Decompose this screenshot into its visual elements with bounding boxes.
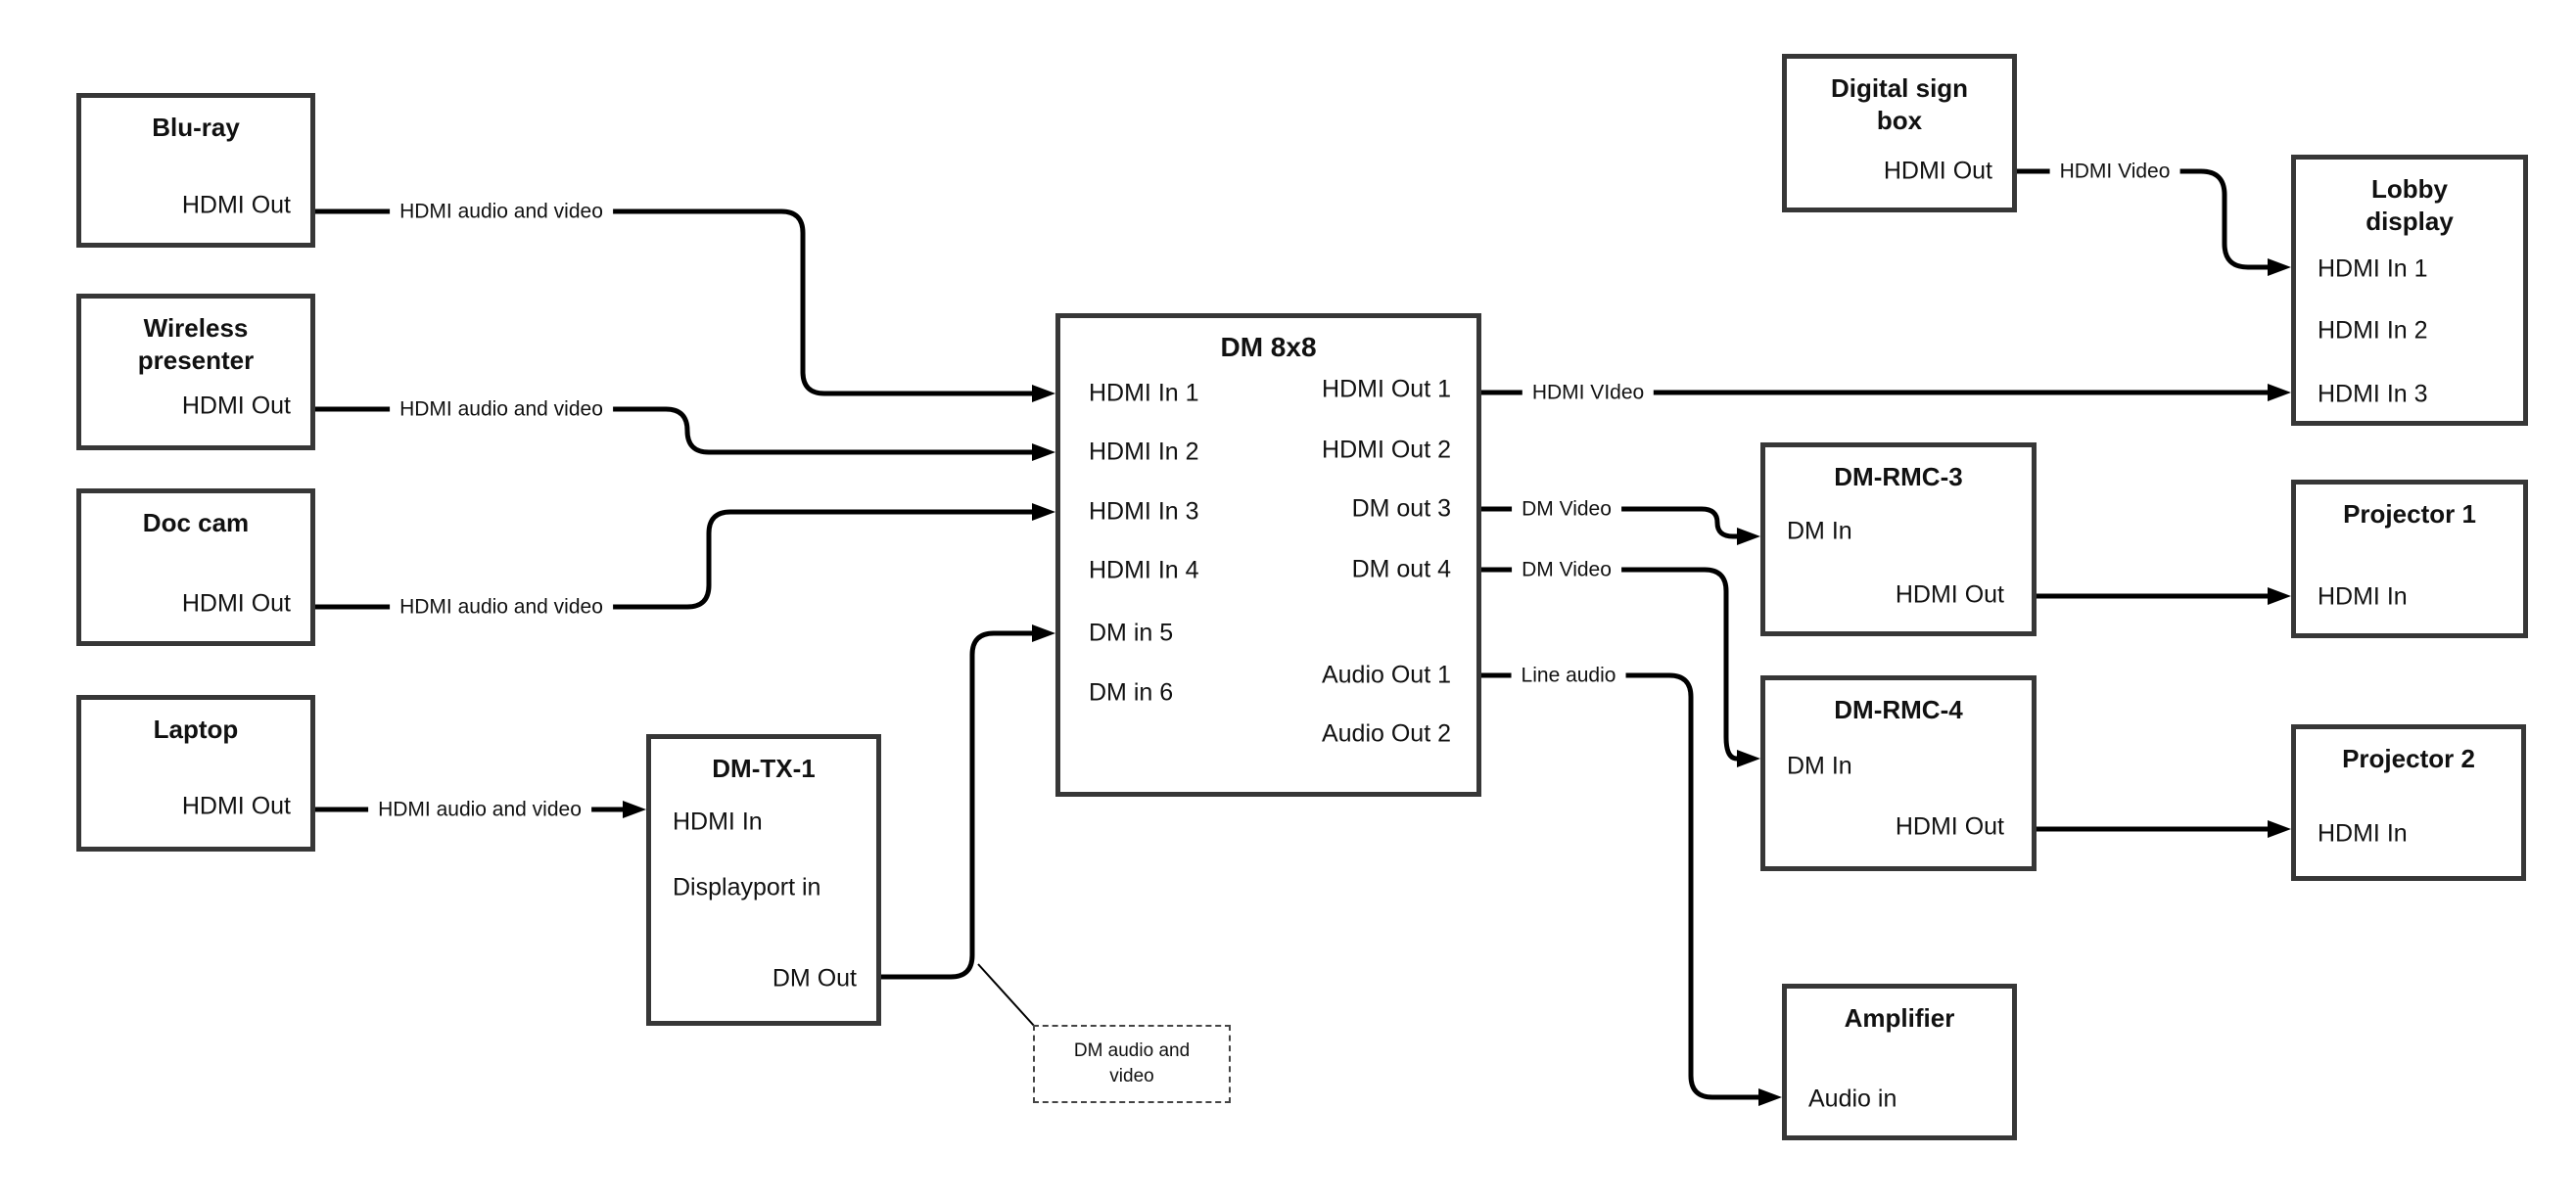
wire-label-dm-video-out4: DM Video <box>1512 557 1621 582</box>
port-dm8x8-hdmi-in-4: HDMI In 4 <box>1089 556 1199 584</box>
port-bluray-hdmi-out: HDMI Out <box>181 191 291 219</box>
device-box-dm-rmc-4: DM-RMC-4 DM In HDMI Out <box>1760 675 2037 871</box>
arrowhead-projector1-hdmi-in <box>2268 587 2291 605</box>
device-box-bluray: Blu-ray HDMI Out <box>76 93 315 248</box>
wire-dm8x8-audio1-to-amplifier <box>1481 672 1758 1100</box>
port-dm8x8-hdmi-in-1: HDMI In 1 <box>1089 379 1199 407</box>
port-dm8x8-dm-out-4: DM out 4 <box>1351 555 1451 583</box>
port-dm8x8-hdmi-out-1: HDMI Out 1 <box>1322 375 1451 403</box>
wire-dm8x8-out3-to-dmrmc3 <box>1481 506 1737 539</box>
device-box-amplifier: Amplifier Audio in <box>1782 984 2017 1140</box>
arrowhead-lobby-in3 <box>2268 384 2291 401</box>
arrowhead-amplifier-audio-in <box>1758 1088 1782 1106</box>
port-dmrmc3-hdmi-out: HDMI Out <box>1895 580 2004 609</box>
device-box-wireless-presenter: Wireless presenter HDMI Out <box>76 294 315 450</box>
port-dm8x8-audio-out-1: Audio Out 1 <box>1321 661 1451 689</box>
port-projector2-hdmi-in: HDMI In <box>2318 819 2408 848</box>
note-dm-audio-video: DM audio and video <box>1033 1025 1231 1103</box>
device-box-dm-rmc-3: DM-RMC-3 DM In HDMI Out <box>1760 442 2037 636</box>
arrowhead-dm8x8-in3 <box>1032 503 1055 521</box>
arrowhead-lobby-in1 <box>2268 258 2291 276</box>
wire-sign-to-lobby-in1 <box>2017 168 2270 270</box>
port-doccam-hdmi-out: HDMI Out <box>181 589 291 618</box>
device-title-dm-rmc-3: DM-RMC-3 <box>1834 462 1963 491</box>
device-box-dm-tx-1: DM-TX-1 HDMI In Displayport in DM Out <box>646 734 881 1026</box>
port-lobby-hdmi-in-3: HDMI In 3 <box>2318 380 2428 408</box>
wire-dmtx1-to-dm8x8-in5 <box>881 630 1034 980</box>
note-callout-line <box>977 963 1036 1028</box>
port-dmrmc3-dm-in: DM In <box>1787 517 1852 545</box>
wire-dm8x8-out4-to-dmrmc4 <box>1481 567 1738 762</box>
arrowhead-dmtx1-hdmi-in <box>623 801 646 818</box>
port-dmtx1-displayport-in: Displayport in <box>673 873 821 901</box>
arrowhead-projector2-hdmi-in <box>2268 820 2291 838</box>
port-amplifier-audio-in: Audio in <box>1808 1085 1897 1113</box>
wire-label-doccam-hdmi-av: HDMI audio and video <box>390 594 613 620</box>
device-title-amplifier: Amplifier <box>1844 1003 1955 1033</box>
device-title-projector-2: Projector 2 <box>2342 744 2475 773</box>
port-dmtx1-dm-out: DM Out <box>772 964 857 993</box>
arrowhead-dm8x8-in5 <box>1032 624 1055 642</box>
port-lobby-hdmi-in-2: HDMI In 2 <box>2318 316 2428 345</box>
port-sign-hdmi-out: HDMI Out <box>1883 157 1992 185</box>
device-title-lobby-display: Lobby display <box>2365 174 2454 237</box>
port-dm8x8-audio-out-2: Audio Out 2 <box>1321 719 1451 748</box>
device-box-doc-cam: Doc cam HDMI Out <box>76 488 315 646</box>
device-title-doc-cam: Doc cam <box>142 508 250 537</box>
device-title-bluray: Blu-ray <box>152 113 240 142</box>
port-dm8x8-hdmi-in-3: HDMI In 3 <box>1089 497 1199 526</box>
wire-wireless-to-dm8x8-in2 <box>315 406 1034 455</box>
wire-label-hdmi-video-sign: HDMI Video <box>2049 159 2180 184</box>
device-title-dm-8x8: DM 8x8 <box>1220 332 1317 362</box>
port-dm8x8-dm-in-6: DM in 6 <box>1089 678 1174 707</box>
device-title-projector-1: Projector 1 <box>2343 499 2476 529</box>
arrowhead-dm8x8-in1 <box>1032 385 1055 402</box>
port-laptop-hdmi-out: HDMI Out <box>181 792 291 820</box>
port-wireless-hdmi-out: HDMI Out <box>181 392 291 420</box>
device-box-lobby-display: Lobby display HDMI In 1 HDMI In 2 HDMI I… <box>2291 155 2528 426</box>
port-dm8x8-dm-in-5: DM in 5 <box>1089 619 1174 647</box>
arrowhead-dmrmc4-dm-in <box>1737 750 1760 767</box>
wire-doccam-to-dm8x8-in3 <box>315 509 1034 610</box>
port-projector1-hdmi-in: HDMI In <box>2318 582 2408 611</box>
wire-label-laptop-hdmi-av: HDMI audio and video <box>368 797 591 822</box>
device-title-wireless-presenter: Wireless presenter <box>137 313 255 376</box>
port-lobby-hdmi-in-1: HDMI In 1 <box>2318 254 2428 283</box>
port-dmrmc4-dm-in: DM In <box>1787 752 1852 780</box>
device-box-digital-sign: Digital sign box HDMI Out <box>1782 54 2017 212</box>
device-box-projector-1: Projector 1 HDMI In <box>2291 480 2528 638</box>
arrowhead-dm8x8-in2 <box>1032 443 1055 461</box>
port-dm8x8-hdmi-out-2: HDMI Out 2 <box>1322 436 1451 464</box>
port-dm8x8-hdmi-in-2: HDMI In 2 <box>1089 438 1199 466</box>
device-box-laptop: Laptop HDMI Out <box>76 695 315 852</box>
wire-label-line-audio: Line audio <box>1511 663 1626 688</box>
device-title-digital-sign: Digital sign box <box>1830 73 1969 136</box>
device-title-dm-rmc-4: DM-RMC-4 <box>1834 695 1963 724</box>
device-box-dm-8x8: DM 8x8 HDMI In 1 HDMI In 2 HDMI In 3 HDM… <box>1055 313 1481 797</box>
wire-label-dm-video-out3: DM Video <box>1512 496 1621 522</box>
device-box-projector-2: Projector 2 HDMI In <box>2291 724 2526 881</box>
wire-label-wireless-hdmi-av: HDMI audio and video <box>390 396 613 422</box>
port-dmrmc4-hdmi-out: HDMI Out <box>1895 812 2004 841</box>
wire-label-bluray-hdmi-av: HDMI audio and video <box>390 199 613 224</box>
port-dmtx1-hdmi-in: HDMI In <box>673 808 763 836</box>
arrowhead-dmrmc3-dm-in <box>1737 528 1760 545</box>
port-dm8x8-dm-out-3: DM out 3 <box>1351 494 1451 523</box>
wire-label-hdmi-video-out1: HDMI VIdeo <box>1522 380 1655 405</box>
wire-bluray-to-dm8x8-in1 <box>315 208 1034 396</box>
device-title-dm-tx-1: DM-TX-1 <box>712 754 816 783</box>
device-title-laptop: Laptop <box>153 715 239 744</box>
